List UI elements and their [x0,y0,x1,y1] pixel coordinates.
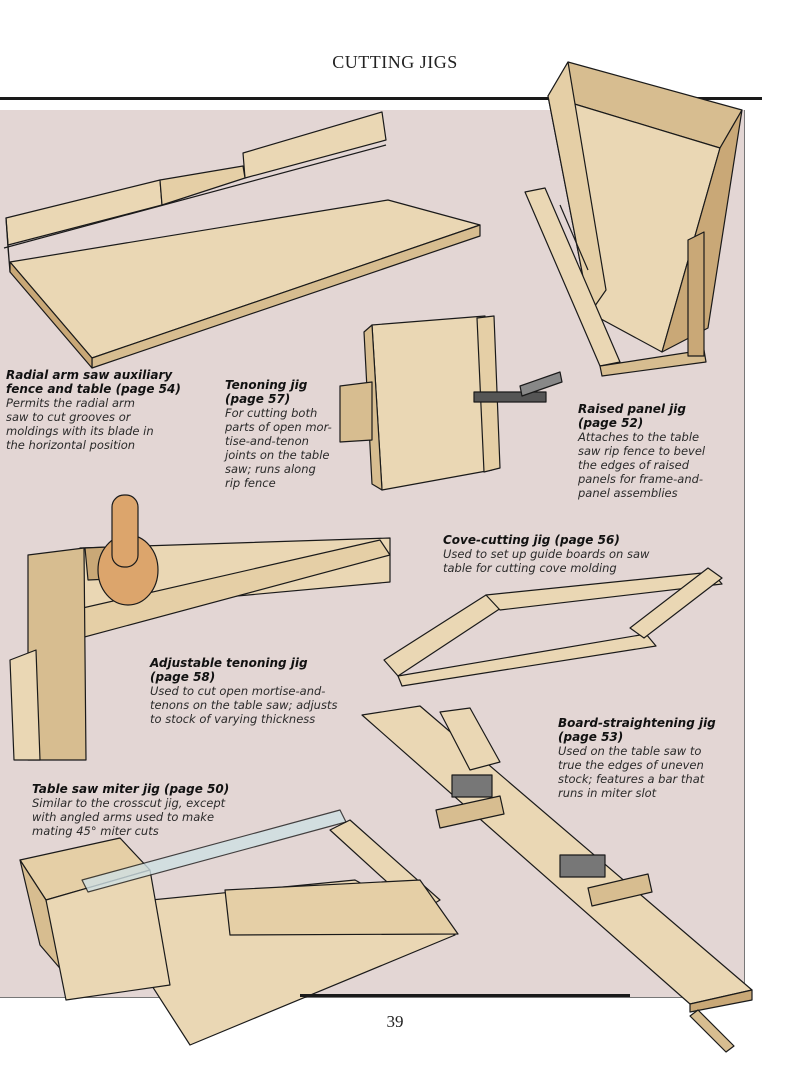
caption-title-line: Tenoning jig [225,378,308,392]
caption-title-line: Raised panel jig [578,402,686,416]
caption-desc-line: panels for frame-and- [578,472,704,486]
caption-title-line: (page 57) [225,392,291,406]
caption-desc-line: tenons on the table saw; adjusts [150,698,338,712]
caption-desc-line: saw rip fence to bevel [578,444,706,458]
caption-desc-line: parts of open mor- [225,420,332,434]
caption-adjustable-tenoning-jig: Adjustable tenoning jig (page 58) Used t… [150,656,337,726]
caption-raised-panel-jig: Raised panel jig (page 52) Attaches to t… [578,402,705,500]
caption-desc-line: joints on the table [225,448,330,462]
caption-desc-line: Similar to the crosscut jig, except [32,796,226,810]
caption-title-line: (page 53) [558,730,624,744]
caption-tenoning-jig: Tenoning jig (page 57) For cutting both … [225,378,332,490]
adjustable-tenoning-jig-drawing [9,494,391,761]
table-saw-miter-jig-drawing [19,809,459,1046]
tenoning-jig-drawing [339,315,563,491]
board-straightening-jig-drawing [361,705,753,1053]
caption-desc-line: true the edges of uneven [558,758,704,772]
page-number: 39 [386,1012,404,1031]
caption-title-line: Adjustable tenoning jig [150,656,308,670]
page-header: CUTTING JIGS [332,52,458,72]
caption-desc-line: table for cutting cove molding [443,561,617,575]
caption-desc-line: saw; runs along [225,462,316,476]
caption-board-straightening-jig: Board-straightening jig (page 53) Used o… [558,716,716,800]
caption-title-line: (page 58) [150,670,216,684]
caption-desc-line: tise-and-tenon [225,434,309,448]
caption-title-line: Cove-cutting jig (page 56) [443,533,620,547]
caption-desc-line: Permits the radial arm [6,396,135,410]
caption-cove-cutting-jig: Cove-cutting jig (page 56) Used to set u… [443,533,649,575]
caption-title-line: fence and table (page 54) [6,382,181,396]
caption-desc-line: For cutting both [225,406,318,420]
caption-desc-line: the edges of raised [578,458,690,472]
header-rule [0,97,762,100]
caption-title-line: Table saw miter jig (page 50) [32,782,230,796]
caption-desc-line: the horizontal position [6,438,136,452]
caption-desc-line: with angled arms used to make [32,810,215,824]
caption-desc-line: Used to set up guide boards on saw [443,547,650,561]
caption-table-saw-miter-jig: Table saw miter jig (page 50) Similar to… [32,782,229,838]
caption-desc-line: moldings with its blade in [6,424,154,438]
caption-desc-line: saw to cut grooves or [6,410,131,424]
caption-title-line: Radial arm saw auxiliary [6,368,173,382]
raised-panel-jig-drawing [524,61,743,377]
footer-rule [300,994,630,997]
caption-desc-line: mating 45° miter cuts [32,824,159,838]
caption-title-line: Board-straightening jig [558,716,716,730]
caption-title-line: (page 52) [578,416,644,430]
caption-desc-line: Used on the table saw to [558,744,702,758]
caption-desc-line: panel assemblies [578,486,678,500]
caption-desc-line: stock; features a bar that [558,772,705,786]
radial-arm-saw-table-drawing [3,111,481,369]
caption-desc-line: Used to cut open mortise-and- [150,684,326,698]
caption-desc-line: rip fence [225,476,276,490]
caption-desc-line: Attaches to the table [578,430,700,444]
caption-desc-line: runs in miter slot [558,786,657,800]
caption-radial-arm-saw: Radial arm saw auxiliary fence and table… [6,368,181,452]
caption-desc-line: to stock of varying thickness [150,712,316,726]
cove-cutting-jig-drawing [383,567,723,687]
